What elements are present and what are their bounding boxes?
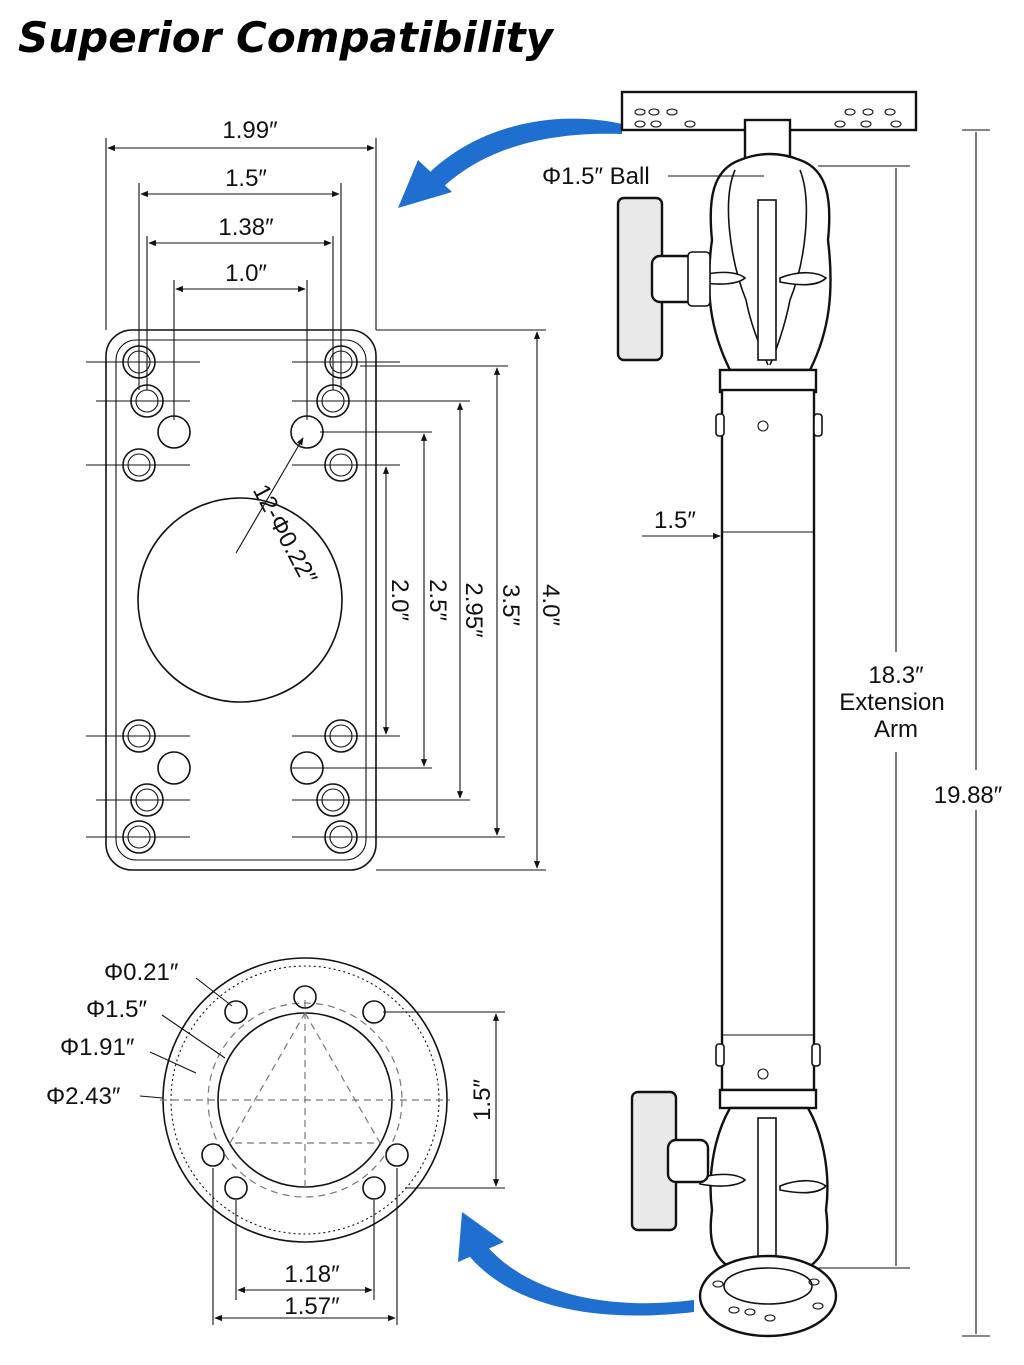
base-leader-lines — [139, 977, 233, 1099]
arm-assembly: Φ1.5″ Ball 1.5″ 18.3″ Extension Arm 19.8… — [542, 90, 1003, 1338]
plate-holes-label: 12-Φ0.22″ — [247, 480, 322, 589]
plate-width-dimension-lines — [107, 144, 375, 293]
extension-tube — [720, 388, 816, 1092]
plate-inner-outline — [115, 339, 367, 861]
plate-height-3-label: 2.95″ — [460, 582, 487, 638]
bottom-clamp-screw-right — [779, 1179, 828, 1194]
top-clamp-screw-right — [779, 271, 828, 286]
base-vertical-label: 1.5″ — [469, 1079, 496, 1121]
plate-center-circle — [137, 497, 343, 703]
tube-tab-right-top — [813, 413, 823, 437]
bottom-clamp-center-strip — [757, 1117, 777, 1259]
plate-height-dimension-lines — [382, 331, 541, 869]
base-spacing-1-label: 1.18″ — [284, 1261, 340, 1288]
top-plate-slots — [634, 108, 902, 128]
tube-screw-top — [757, 420, 769, 432]
plate-width-1-label: 1.5″ — [225, 165, 267, 192]
base-bolt-circle-label: Φ1.91″ — [60, 1034, 135, 1061]
plate-width-3-label: 1.0″ — [225, 260, 267, 287]
extension-label-line1: 18.3″ — [868, 662, 924, 689]
tube-tab-left-bottom — [715, 1043, 725, 1067]
tube-tab-left-top — [715, 413, 725, 437]
page-title: Superior Compatibility — [18, 13, 555, 62]
blue-arrow-bottom — [458, 1212, 694, 1316]
top-clamp-center-strip — [757, 199, 777, 361]
round-base-drawing: Φ0.21″ Φ1.5″ Φ1.91″ Φ2.43″ 1.5″ 1.18″ 1.… — [46, 957, 505, 1325]
base-spacing-2-label: 1.57″ — [284, 1293, 340, 1320]
extension-label-line3: Arm — [874, 716, 918, 743]
base-dashed-triangle — [228, 1011, 382, 1144]
total-length-dimension — [962, 129, 990, 1337]
extension-dimension — [818, 165, 910, 1269]
plate-height-1-label: 2.0″ — [386, 579, 413, 621]
plate-height-2-label: 2.5″ — [424, 579, 451, 621]
base-outer-dia-label: Φ2.43″ — [46, 1083, 121, 1110]
tube-tab-right-bottom — [811, 1043, 821, 1067]
ball-label: Φ1.5″ Ball — [542, 163, 650, 190]
plate-height-5-label: 4.0″ — [537, 584, 564, 626]
bottom-knob-hub — [666, 1138, 710, 1184]
base-width-dimensions — [212, 1168, 398, 1325]
top-knob-collar — [687, 251, 711, 307]
plate-outline — [105, 329, 377, 871]
bottom-base-neck — [723, 1267, 813, 1305]
blue-arrow-top — [398, 118, 622, 208]
bottom-clamp-screw-left — [699, 1173, 747, 1187]
plate-height-4-label: 3.5″ — [497, 584, 524, 626]
plate-height-extension-lines — [320, 329, 546, 871]
base-hole-dia-label: Φ0.21″ — [104, 959, 179, 986]
extension-label-line2: Extension — [839, 689, 944, 716]
rectangular-plate-drawing: 1.99″ 1.5″ 1.38″ 1.0″ 2.0″ 2.5″ 2.95″ 3.… — [86, 117, 564, 871]
top-clamp-seam-right — [769, 169, 808, 366]
arm-width-label: 1.5″ — [654, 507, 696, 534]
tube-top-cap — [718, 368, 818, 394]
total-length-label: 19.88″ — [934, 782, 1003, 809]
plate-holes — [122, 345, 358, 854]
plate-width-2-label: 1.38″ — [218, 214, 274, 241]
base-vertical-dimension — [383, 1011, 505, 1189]
bottom-base-holes — [712, 1278, 824, 1322]
hole-leader-line — [235, 437, 304, 554]
tube-bottom-cap — [718, 1088, 818, 1110]
top-clamp-screw-left — [699, 271, 747, 285]
base-inner-dia-label: Φ1.5″ — [86, 996, 148, 1023]
tube-screw-bottom — [757, 1068, 769, 1080]
plate-width-outer-label: 1.99″ — [222, 117, 278, 144]
plate-width-extension-lines — [105, 138, 377, 420]
